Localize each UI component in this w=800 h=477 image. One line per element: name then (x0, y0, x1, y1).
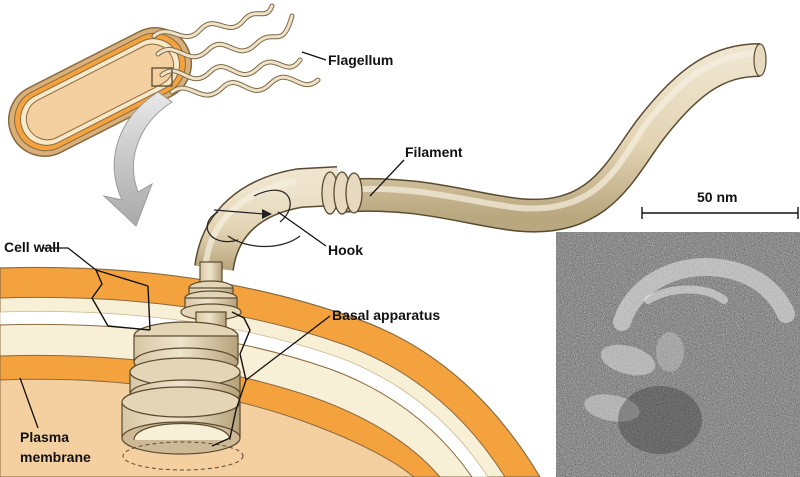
scale-bar-label: 50 nm (697, 189, 737, 205)
plasma-membrane-label-line1: Plasma (20, 429, 69, 445)
bacterium-flagella (151, 3, 321, 98)
cell-wall-label: Cell wall (4, 239, 60, 255)
scale-bar (641, 207, 799, 219)
electron-micrograph (556, 232, 800, 477)
cell-envelope (0, 266, 541, 477)
bracket-lines (91, 269, 251, 447)
hook (194, 166, 363, 272)
zoom-region-box (151, 67, 173, 87)
plasma-membrane-label-line2: membrane (20, 449, 91, 465)
bacterium-cell (8, 27, 192, 157)
flagellum-label: Flagellum (328, 52, 393, 68)
zoom-arrow (102, 91, 173, 227)
basal-apparatus (121, 261, 244, 471)
filament (338, 43, 767, 233)
hook-label: Hook (328, 242, 363, 258)
filament-label: Filament (405, 144, 463, 160)
basal-apparatus-label: Basal apparatus (332, 307, 440, 323)
leader-lines (19, 51, 405, 429)
